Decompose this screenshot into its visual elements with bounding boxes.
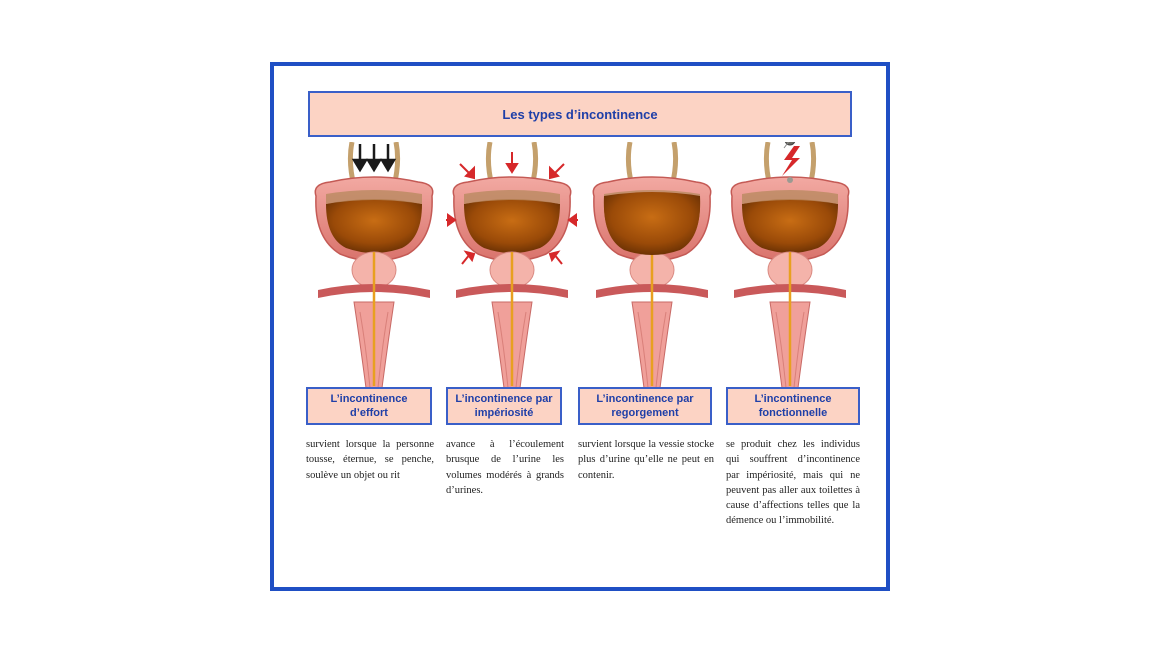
illustration-effort <box>308 142 440 388</box>
bladder-pressure-down-icon <box>308 142 440 388</box>
type-label-effort: L’incontinence d’effort <box>306 387 432 425</box>
bladder-overfull-icon <box>586 142 718 388</box>
type-description-urgency: avance à l’écoulement brusque de l’urine… <box>446 439 564 496</box>
type-description-overflow: survient lorsque la vessie stocke plus d… <box>578 439 714 481</box>
type-description-effort: survient lorsque la personne tousse, éte… <box>306 439 434 481</box>
illustration-urgency <box>446 142 578 388</box>
type-label-overflow: L’incontinence par regorgement <box>578 387 712 425</box>
bladder-nerve-signal-icon <box>724 142 856 388</box>
illustration-overflow <box>586 142 718 388</box>
type-label-functional: L’incontinence fonctionnelle <box>726 387 860 425</box>
illustration-functional <box>724 142 856 388</box>
infographic-frame: Les types d’incontinence <box>270 62 890 591</box>
type-label-urgency: L’incontinence par impériosité <box>446 387 562 425</box>
bladder-contracting-icon <box>446 142 578 388</box>
page-title: Les types d’incontinence <box>308 91 852 137</box>
type-description-functional: se produit chez les individus qui souffr… <box>726 439 860 527</box>
